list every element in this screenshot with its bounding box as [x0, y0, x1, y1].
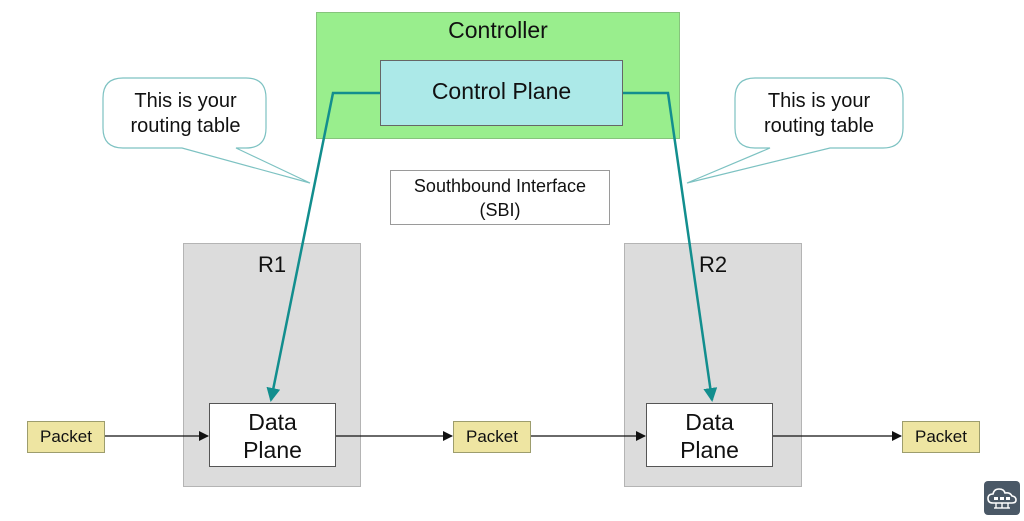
router-r2-label: R2: [698, 252, 728, 277]
packet-2-label: Packet: [466, 427, 518, 446]
callout-right-line1: This is your: [767, 90, 871, 112]
router-r1-label: R1: [257, 252, 287, 277]
callout-right-line2: routing table: [763, 115, 875, 137]
callout-left-line1: This is your: [134, 90, 237, 112]
r2-data-plane-box: [646, 403, 773, 467]
r1-data-plane-label-line2: Plane: [243, 437, 302, 463]
r1-data-plane-box: [209, 403, 336, 467]
sbi-label-line2: (SBI): [479, 200, 521, 220]
sbi-box: [390, 170, 610, 225]
packet-3-box: [902, 421, 980, 453]
control-plane-box: [380, 60, 623, 126]
callout-right-bubble: [686, 77, 904, 184]
packet-1-box: [27, 421, 105, 453]
r1-data-plane-label-line1: Data: [248, 409, 297, 435]
r2-data-plane-label-line1: Data: [685, 409, 734, 435]
sbi-label-line1: Southbound Interface: [413, 176, 587, 196]
sbi-link-to-r2: [623, 91, 718, 402]
callout-left-bubble: [102, 77, 311, 184]
r2-data-plane-label-line2: Plane: [680, 437, 739, 463]
control-plane-label: Control Plane: [431, 78, 572, 104]
sbi-link-to-r1: [266, 91, 380, 402]
packet-2-box: [453, 421, 531, 453]
controller-title: Controller: [448, 17, 548, 43]
packet-1-label: Packet: [40, 427, 92, 446]
callout-left-line2: routing table: [130, 115, 241, 137]
packet-3-label: Packet: [915, 427, 967, 446]
cloud-network-icon: [984, 481, 1020, 515]
